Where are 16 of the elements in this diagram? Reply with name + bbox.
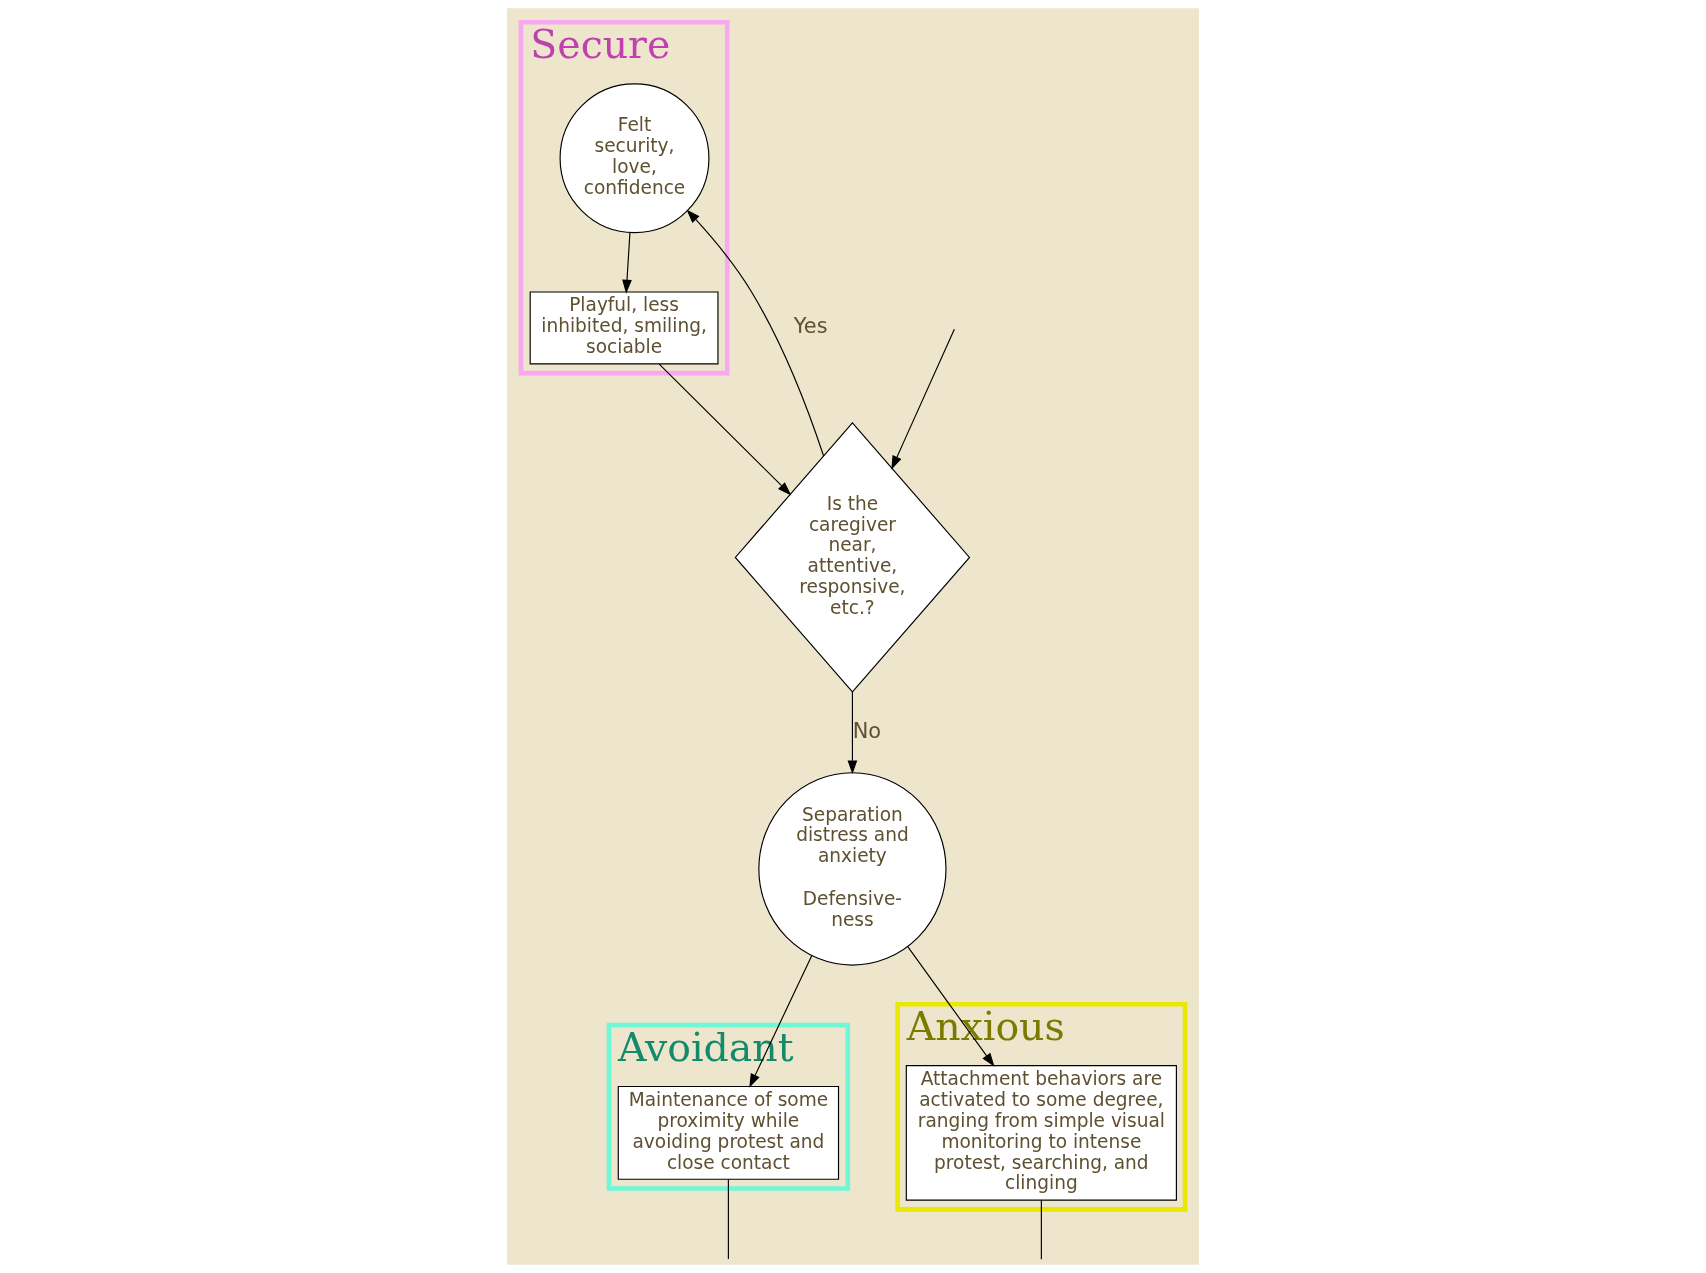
edge-label: Yes (793, 313, 828, 338)
connector (1040, 1199, 1042, 1260)
arrow (658, 363, 792, 496)
arrow (891, 328, 955, 470)
node-circle: Separation distress and anxiety Defensive- ness (758, 772, 947, 966)
connector (727, 1179, 729, 1260)
arrow (749, 954, 813, 1088)
node-diamond: Is the caregiver near, attentive, responsive, etc.? (734, 422, 971, 693)
node-circle: Felt security, love, confidence (559, 83, 710, 234)
arrow (622, 232, 632, 294)
edge-label: No (852, 718, 882, 743)
node-box: Attachment behaviors are activated to some degree, ranging from simple visual monitoring to intense protest, searching, and clinging (905, 1065, 1177, 1201)
node-box: Maintenance of some proximity while avoiding protest and close contact (617, 1085, 840, 1180)
arrow (847, 691, 858, 775)
node-box: Playful, less inhibited, smiling, sociable (529, 291, 719, 365)
arrow (686, 209, 825, 457)
